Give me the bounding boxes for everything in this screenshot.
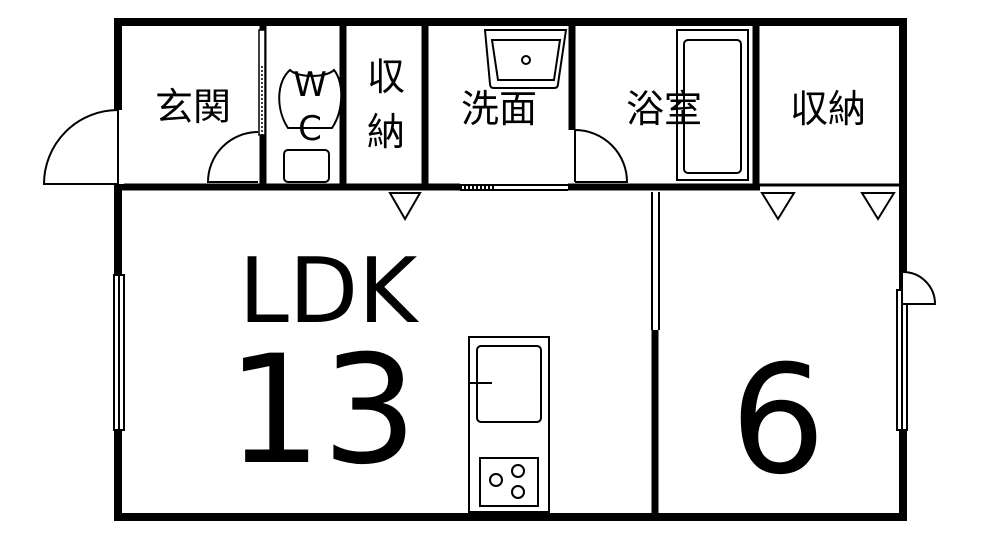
bath-door [574,129,629,183]
windows [113,274,908,431]
room-exterior-door [902,271,937,305]
toilet-fixture [278,68,343,183]
room-labels: 玄関 W C 収 納 洗面 浴室 収納 LDK 13 6 [155,55,866,508]
label-bath: 浴室 [626,87,702,131]
label-entrance: 玄関 [155,85,231,129]
entrance-inner-door [206,131,259,183]
bathtub-fixture [676,29,749,181]
label-washroom: 洗面 [461,87,537,131]
label-storage-2: 収納 [790,87,866,131]
wc-sliding-door [258,29,266,136]
washbasin-fixture [483,29,568,89]
closet-door-markers [388,192,896,222]
label-wc-top: W [293,65,327,105]
label-ldk-size: 13 [227,324,418,498]
label-storage-top: 収 [367,55,405,99]
label-room-size: 6 [730,334,825,508]
kitchen-counter [468,336,550,513]
label-wc-bottom: C [298,109,322,149]
washroom-sliding-door [460,184,568,191]
label-ldk: LDK [239,239,419,344]
stove [479,457,539,507]
entrance-door [42,109,124,185]
label-storage-bottom: 納 [367,110,405,154]
